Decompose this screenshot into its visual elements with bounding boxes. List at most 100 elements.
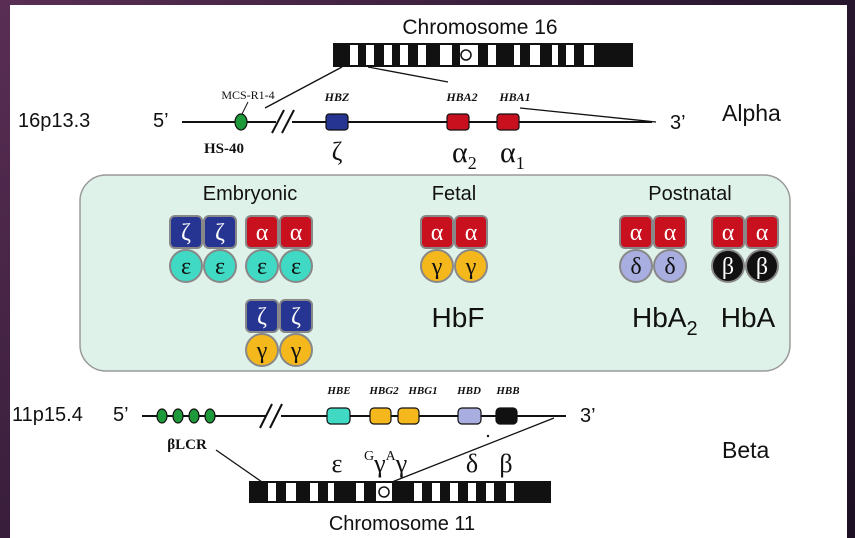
symbol-beta: β: [499, 449, 512, 478]
hb-gower1: ζ ζ ε ε: [169, 215, 237, 283]
gene-hbd-label: HBD: [456, 385, 481, 397]
locus-16p13-3: 16p13.3: [18, 110, 90, 132]
svg-text:α: α: [664, 220, 677, 246]
beta-cluster-label: Beta: [722, 437, 770, 463]
locus-11p15-4: 11p15.4: [12, 404, 83, 426]
svg-text:γ: γ: [290, 338, 302, 364]
beta-line-break-2: [269, 403, 283, 429]
symbol-delta: δ: [466, 449, 478, 478]
epsilon-chain: [279, 249, 313, 283]
svg-text:ε: ε: [257, 254, 267, 280]
gene-hbd: [457, 407, 482, 425]
zeta-chain: [279, 299, 313, 333]
symbol-gamma-g-a: GγAγ: [364, 449, 407, 478]
svg-text:ε: ε: [181, 254, 191, 280]
label-hba2: HbA2: [632, 302, 698, 340]
hs40-label: HS-40: [204, 141, 244, 157]
epsilon-chain: [203, 249, 237, 283]
beta-chain: [711, 249, 745, 283]
zeta-chain: [169, 215, 203, 249]
zeta-chain: [245, 299, 279, 333]
alpha-line-break-1: [271, 109, 285, 134]
chromosome-11-ideogram: [249, 481, 551, 503]
svg-text:γ: γ: [431, 254, 443, 280]
svg-text:ε: ε: [291, 254, 301, 280]
alpha-chain: [745, 215, 779, 249]
alpha-five-prime: 5’: [153, 110, 169, 132]
gamma-chain: [245, 333, 279, 367]
svg-text:ζ: ζ: [181, 220, 191, 246]
gene-hbz: [325, 113, 349, 131]
svg-text:ζ: ζ: [291, 304, 301, 330]
beta-five-prime: 5’: [113, 404, 129, 426]
alpha-line-break-2: [281, 109, 295, 134]
hs40-element: [234, 113, 248, 131]
beta-lcr-label: βLCR: [167, 437, 207, 453]
svg-text:ε: ε: [215, 254, 225, 280]
alpha-chain: [279, 215, 313, 249]
delta-chain: [653, 249, 687, 283]
gene-hbg1: [397, 407, 420, 425]
svg-text:δ: δ: [664, 254, 675, 280]
svg-text:α: α: [256, 220, 269, 246]
hb-a2: α α δ δ: [619, 215, 687, 283]
gene-hba2: [446, 113, 470, 131]
gene-hba1-label: HBA1: [498, 90, 530, 104]
symbol-epsilon: ε: [332, 449, 343, 478]
beta-three-prime: 3’: [580, 405, 596, 427]
alpha-chain: [420, 215, 454, 249]
gene-hbz-label: HBZ: [324, 90, 350, 104]
svg-text:α: α: [290, 220, 303, 246]
svg-text:β: β: [756, 254, 768, 280]
gene-hba1: [496, 113, 520, 131]
hb-adult: α α β β: [711, 215, 779, 283]
svg-text:γ: γ: [256, 338, 268, 364]
alpha-chain: [653, 215, 687, 249]
gene-hbe: [326, 407, 351, 425]
alpha-chain: [711, 215, 745, 249]
gene-hbg2-label: HBG2: [368, 385, 399, 397]
svg-text:β: β: [722, 254, 734, 280]
gene-hba2-label: HBA2: [445, 90, 477, 104]
svg-text:α: α: [431, 220, 444, 246]
label-hbf: HbF: [432, 302, 485, 333]
gamma-chain: [454, 249, 488, 283]
svg-text:α: α: [756, 220, 769, 246]
zeta-chain: [203, 215, 237, 249]
stage-postnatal: Postnatal: [648, 183, 731, 205]
alpha-chain: [454, 215, 488, 249]
hb-portland: ζ ζ γ γ: [245, 299, 313, 367]
svg-text:δ: δ: [630, 254, 641, 280]
gene-hbg1-label: HBG1: [407, 385, 437, 397]
mcs-r1-4-label: MCS-R1-4: [221, 88, 274, 102]
gene-hbe-label: HBE: [326, 385, 350, 397]
gene-hba1-symbol: α1: [500, 136, 525, 173]
gene-hba2-symbol: α2: [452, 136, 477, 173]
beta-lcr-elements: [156, 408, 216, 424]
chromosome-11-title: Chromosome 11: [329, 513, 475, 535]
svg-text:γ: γ: [465, 254, 477, 280]
gene-hbb-label: HBB: [495, 385, 519, 397]
gene-hbz-symbol: ζ: [332, 137, 343, 166]
alpha-cluster-label: Alpha: [722, 100, 781, 126]
alpha-chain: [245, 215, 279, 249]
beta-chain: [745, 249, 779, 283]
chromosome-16-title: Chromosome 16: [402, 16, 557, 39]
gamma-chain: [420, 249, 454, 283]
stage-fetal: Fetal: [432, 183, 476, 205]
chromosome-16-ideogram: [333, 43, 633, 67]
alpha-three-prime: 3’: [670, 112, 686, 134]
svg-text:ζ: ζ: [257, 304, 267, 330]
hb-gower2: α α ε ε: [245, 215, 313, 283]
svg-text:ζ: ζ: [215, 220, 225, 246]
beta-line-break-1: [259, 403, 273, 429]
svg-text:α: α: [465, 220, 478, 246]
svg-text:α: α: [630, 220, 643, 246]
epsilon-chain: [169, 249, 203, 283]
stage-embryonic: Embryonic: [203, 183, 297, 205]
epsilon-chain: [245, 249, 279, 283]
alpha-chain: [619, 215, 653, 249]
svg-text:α: α: [722, 220, 735, 246]
gene-hbb: [495, 407, 518, 425]
